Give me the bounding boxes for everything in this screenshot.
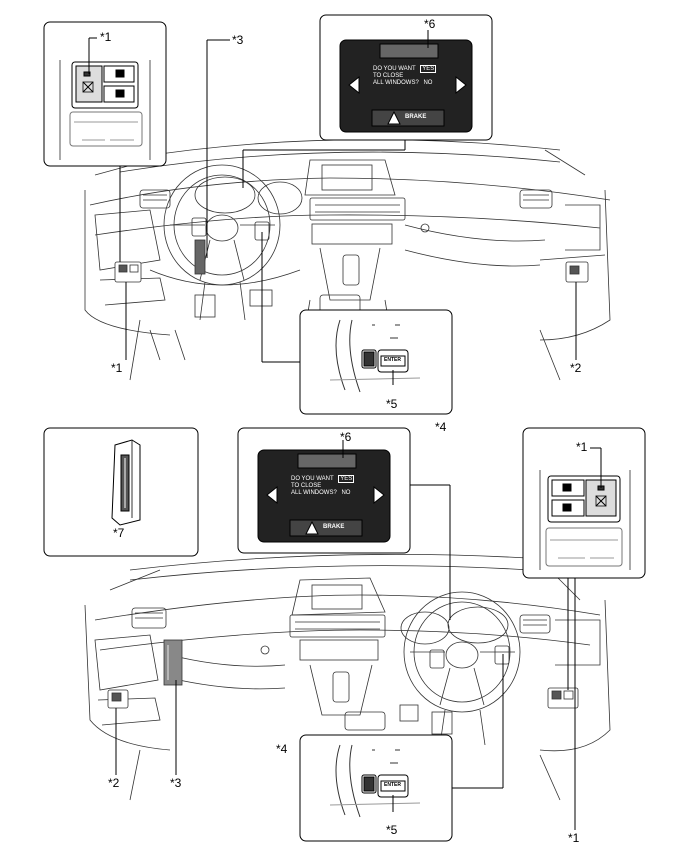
display-question-line1: DO YOU WANT bbox=[291, 476, 334, 482]
callout-5-bottom: *5 bbox=[386, 823, 398, 837]
inset-steering-switch-bottom bbox=[299, 734, 453, 842]
callout-1-top-inset: *1 bbox=[100, 30, 112, 44]
callout-2-bottom: *2 bbox=[108, 776, 120, 790]
callout-1-bottom: *1 bbox=[568, 831, 580, 845]
callout-7: *7 bbox=[113, 526, 125, 540]
inset-steering-switch-top bbox=[299, 309, 453, 415]
callout-3-top: *3 bbox=[232, 33, 244, 47]
callout-1-bottom-inset: *1 bbox=[576, 440, 588, 454]
display-no-button: NO bbox=[341, 490, 351, 496]
lhd-cockpit bbox=[84, 139, 611, 381]
inset-multi-display-top bbox=[319, 14, 493, 141]
display-bottom-text: DO YOU WANT YES TO CLOSE ALL WINDOWS? NO bbox=[291, 475, 363, 497]
display-no-button: NO bbox=[423, 80, 433, 86]
inset-multi-display-bottom bbox=[237, 427, 411, 554]
inset-door-switch-bottom bbox=[522, 427, 646, 579]
display-question-line2: TO CLOSE bbox=[373, 73, 404, 79]
callout-4-top: *4 bbox=[435, 420, 447, 434]
leader-lines bbox=[115, 39, 577, 830]
display-question-line1: DO YOU WANT bbox=[373, 66, 416, 72]
display-yes-button: YES bbox=[338, 475, 355, 483]
display-question-line3: ALL WINDOWS? bbox=[373, 80, 419, 86]
steering-enter-bottom: ENTER bbox=[384, 782, 401, 788]
inset-ecu bbox=[43, 427, 199, 557]
display-question-line2: TO CLOSE bbox=[291, 483, 322, 489]
steering-enter-top: ENTER bbox=[384, 357, 401, 363]
callout-2-top: *2 bbox=[570, 361, 582, 375]
display-yes-button: YES bbox=[420, 65, 437, 73]
callout-1-top: *1 bbox=[111, 361, 123, 375]
callout-6-bottom: *6 bbox=[340, 430, 352, 444]
display-top-brake: BRAKE bbox=[405, 114, 427, 120]
display-bottom-brake: BRAKE bbox=[323, 524, 345, 530]
inset-door-switch-top bbox=[43, 21, 167, 167]
display-top-text: DO YOU WANT YES TO CLOSE ALL WINDOWS? NO bbox=[373, 65, 445, 87]
callout-5-top: *5 bbox=[386, 397, 398, 411]
display-question-line3: ALL WINDOWS? bbox=[291, 490, 337, 496]
callout-4-bottom: *4 bbox=[276, 742, 288, 756]
callout-3-bottom: *3 bbox=[170, 776, 182, 790]
callout-6-top: *6 bbox=[424, 17, 436, 31]
